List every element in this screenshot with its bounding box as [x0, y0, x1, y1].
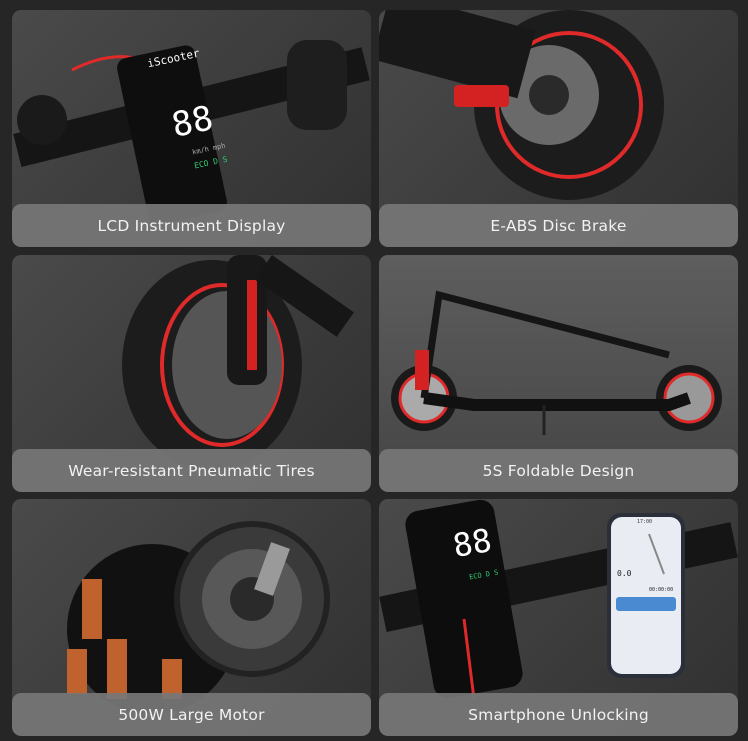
smartphone-unlocking-image [379, 499, 738, 700]
phone-time: 17:00 [637, 519, 653, 525]
caption-disc-brake: E-ABS Disc Brake [379, 204, 738, 247]
feature-card-disc-brake: E-ABS Disc Brake [379, 10, 738, 247]
caption-foldable: 5S Foldable Design [379, 449, 738, 492]
caption-motor: 500W Large Motor [12, 693, 371, 736]
speed-readout: 88 [168, 98, 217, 146]
caption-smartphone: Smartphone Unlocking [379, 693, 738, 736]
feature-card-lcd-display: iScooter 88 km/h mph ECO D S LCD Instrum… [12, 10, 371, 247]
feature-card-smartphone: 88 ECO D S 17:00 0.0 00:00:00 Smartphone… [379, 499, 738, 736]
feature-card-foldable: 5S Foldable Design [379, 255, 738, 492]
feature-card-pneumatic-tires: Wear-resistant Pneumatic Tires [12, 255, 371, 492]
caption-lcd-display: LCD Instrument Display [12, 204, 371, 247]
folded-scooter-image [391, 290, 722, 435]
phone-timer: 00:00:00 [649, 587, 674, 593]
caption-pneumatic-tires: Wear-resistant Pneumatic Tires [12, 449, 371, 492]
feature-card-motor: 500W Large Motor [12, 499, 371, 736]
phone-reading: 0.0 [617, 569, 632, 578]
motor-image [67, 521, 330, 714]
lcd-display-image [13, 40, 370, 225]
speed-readout-2: 88 [449, 520, 495, 566]
disc-brake-image [379, 10, 664, 200]
pneumatic-tire-image [122, 255, 354, 470]
